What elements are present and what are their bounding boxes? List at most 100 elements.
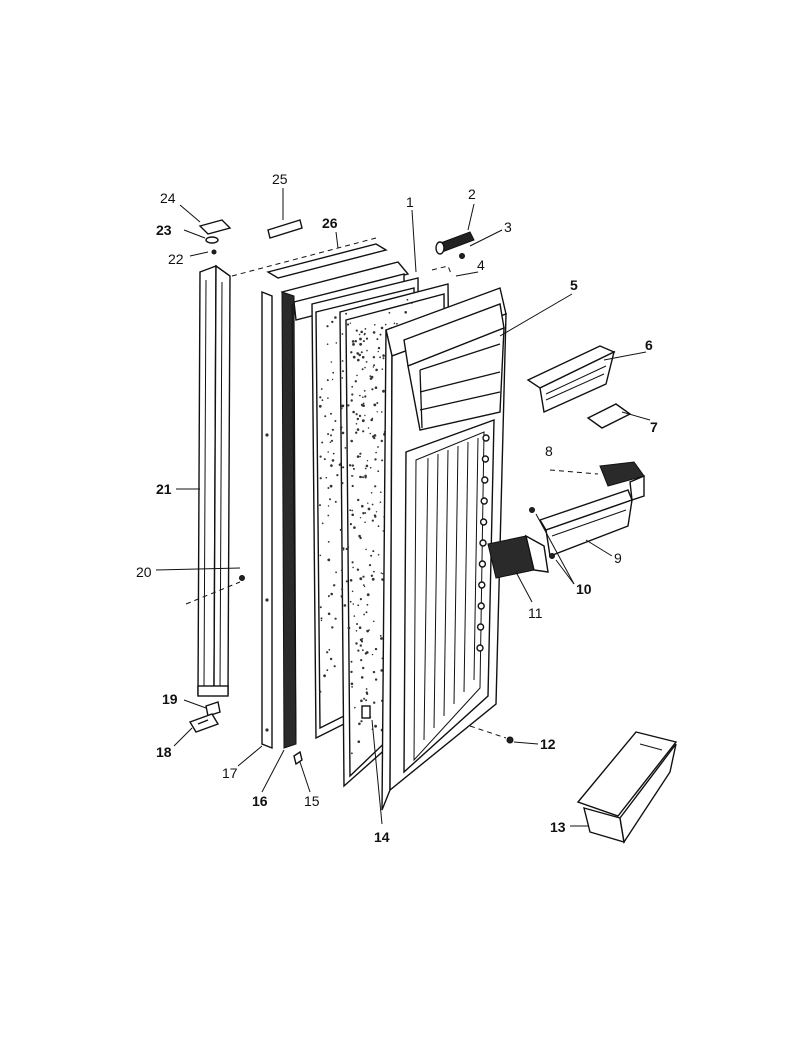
foam-speck [364,328,367,330]
foam-speck [351,686,353,688]
callout-23: 23 [156,222,172,238]
foam-speck [367,507,371,511]
foam-speck [358,353,362,357]
foam-speck [326,325,329,328]
shelf-stud [481,455,490,463]
callout-8: 8 [545,443,553,459]
foam-speck [367,502,369,504]
callout-14: 14 [374,829,390,845]
shelf-stud [479,539,487,547]
foam-speck [404,311,408,314]
foam-speck [362,430,365,433]
foam-speck [327,514,330,517]
foam-speck [365,699,368,702]
foam-speck [365,611,368,614]
foam-speck [351,590,354,593]
foam-speck [382,530,384,532]
foam-speck [341,404,345,408]
callout-22: 22 [168,251,184,267]
foam-speck [359,452,362,455]
foam-speck [374,458,377,461]
part-23-washer [205,236,219,244]
foam-speck [375,368,378,372]
foam-speck [334,500,337,503]
foam-speck [362,512,365,515]
foam-speck [351,509,354,512]
foam-speck [359,638,363,642]
foam-speck [352,467,355,470]
foam-speck [356,428,360,431]
foam-speck [341,431,345,435]
foam-speck [360,330,364,334]
foam-speck [366,349,368,352]
foam-speck [319,396,322,399]
foam-speck [377,350,379,353]
foam-speck [351,340,355,343]
foam-speck [363,613,365,616]
liner-rib [463,441,469,693]
foam-speck [319,606,322,609]
foam-speck [360,659,363,662]
callout-17: 17 [222,765,238,781]
foam-speck [342,549,345,551]
callout-5: 5 [570,277,578,293]
foam-speck [328,595,330,597]
foam-speck [381,459,384,462]
foam-speck [380,637,383,640]
callout-2: 2 [468,186,476,202]
foam-speck [380,491,382,494]
foam-speck [370,554,373,557]
foam-speck [359,394,361,397]
foam-speck [375,451,377,454]
foam-speck [349,600,352,603]
foam-speck [359,455,361,458]
foam-speck [360,676,364,679]
foam-speck [357,358,360,362]
foam-speck [347,626,351,630]
foam-speck [340,595,343,597]
foam-speck [354,380,357,383]
foam-speck [377,470,380,473]
foam-speck [377,525,380,528]
foam-speck [329,484,333,488]
foam-speck [362,404,365,408]
foam-speck [340,428,342,431]
foam-speck [362,476,365,479]
foam-speck [359,644,362,647]
foam-speck [326,379,329,382]
foam-speck [323,458,326,461]
foam-speck [374,647,378,651]
foam-speck [351,752,353,755]
foam-speck [329,657,333,661]
foam-speck [364,467,367,470]
foam-speck [355,413,358,416]
foam-speck [329,498,331,501]
foam-speck [374,386,378,390]
foam-speck [360,720,363,723]
foam-speck [371,519,374,522]
foam-speck [351,513,355,517]
foam-speck [363,585,366,588]
foam-speck [351,464,354,467]
shelf-stud [479,518,488,526]
part-2-hinge-cover [435,231,475,255]
foam-speck [370,418,374,422]
callout-24: 24 [160,190,176,206]
foam-speck [319,690,322,693]
foam-speck [349,523,352,526]
part-14-door-stop [361,705,371,719]
foam-speck [325,476,328,479]
foam-speck [363,697,366,700]
part-24-hinge-cap [198,219,232,235]
foam-speck [335,342,338,344]
callout-21: 21 [156,481,172,497]
foam-speck [362,649,364,652]
shelf-stud [480,497,488,505]
leader-lines [155,188,651,827]
shelf-stud [482,434,490,442]
foam-speck [393,322,396,325]
foam-speck [365,337,369,340]
foam-speck [377,346,381,350]
foam-speck [330,592,334,596]
foam-speck [320,617,323,620]
